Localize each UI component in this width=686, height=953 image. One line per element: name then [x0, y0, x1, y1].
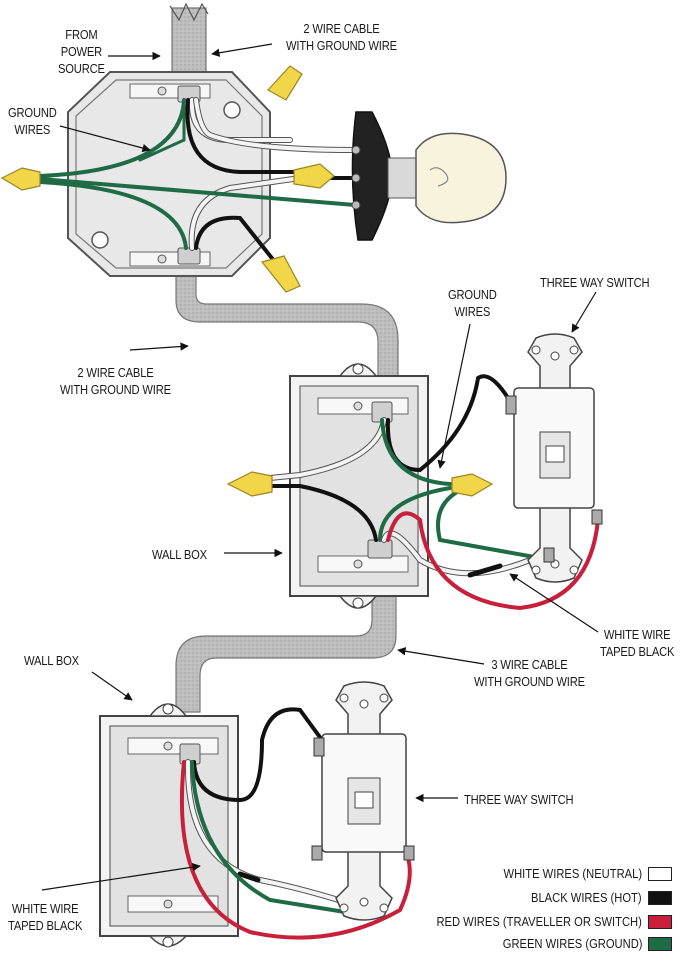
three-way-switch-top-shape — [505, 333, 603, 583]
three-way-switch-top-label: THREE WAY SWITCH — [540, 275, 650, 290]
cable-switch1-to-switch2 — [175, 584, 397, 713]
legend-swatch-white — [648, 867, 672, 881]
legend-item-green: GREEN WIRES (GROUND) — [410, 934, 680, 953]
legend-label: WHITE WIRES (NEUTRAL) — [503, 866, 642, 881]
white-wire-taped-right-label: WHITE WIRE TAPED BLACK — [600, 627, 675, 659]
legend-item-red: RED WIRES (TRAVELLER OR SWITCH) — [410, 912, 680, 932]
cable-sheaths — [169, 2, 399, 713]
cable-box-to-switch1 — [175, 269, 399, 381]
light-fixture — [351, 111, 507, 241]
junction-box-wires — [38, 97, 358, 264]
legend-swatch-black — [648, 891, 672, 905]
middle-box-wires — [267, 374, 600, 611]
wire-nuts-junction — [0, 65, 335, 293]
legend-item-white: WHITE WIRES (NEUTRAL) — [410, 864, 680, 884]
legend-swatch-green — [648, 937, 672, 951]
cable-middle-label: 2 WIRE CABLE WITH GROUND WIRE — [60, 365, 171, 397]
legend-label: RED WIRES (TRAVELLER OR SWITCH) — [436, 914, 642, 929]
three-way-switch-bottom-shape — [311, 681, 415, 921]
wall-box-bottom-label: WALL BOX — [24, 653, 79, 668]
legend-label: BLACK WIRES (HOT) — [531, 890, 642, 905]
cable-top-label: 2 WIRE CABLE WITH GROUND WIRE — [286, 21, 397, 53]
wall-box-middle-label: WALL BOX — [152, 547, 207, 562]
wire-nuts-middle — [226, 471, 494, 497]
cable-three-wire-label: 3 WIRE CABLE WITH GROUND WIRE — [474, 657, 585, 689]
junction-box — [67, 71, 271, 277]
bottom-box-wires — [179, 707, 412, 940]
white-wire-taped-left-label: WHITE WIRE TAPED BLACK — [8, 901, 83, 933]
leader-arrows — [41, 43, 599, 891]
wall-box-bottom — [99, 703, 239, 948]
wall-box-middle — [289, 363, 429, 609]
three-way-switch-bottom-label: THREE WAY SWITCH — [464, 792, 574, 807]
legend-label: GREEN WIRES (GROUND) — [502, 936, 642, 951]
legend-item-black: BLACK WIRES (HOT) — [410, 888, 680, 908]
ground-wires-left-label: GROUND WIRES — [8, 105, 57, 137]
from-power-source-label: FROM POWER SOURCE — [58, 27, 105, 76]
ground-wires-right-label: GROUND WIRES — [448, 287, 497, 319]
legend-swatch-red — [648, 915, 672, 929]
